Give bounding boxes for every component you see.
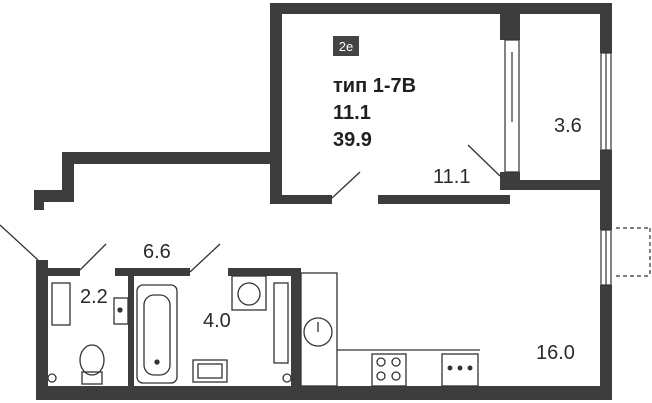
washing-machine xyxy=(231,275,267,311)
wall-bath-top xyxy=(115,268,190,276)
wall-bedroom-left xyxy=(270,3,282,203)
hallway-area-label: 6.6 xyxy=(143,241,171,263)
kitchen-fixtures xyxy=(300,272,480,387)
door-toilet xyxy=(79,243,107,271)
toilet-fixtures xyxy=(47,282,129,385)
wall-right-lower xyxy=(600,285,612,400)
wall-bath-right xyxy=(291,268,301,388)
wall-bath-right-top xyxy=(228,268,300,276)
wall-loggia-left-upper xyxy=(500,14,520,40)
wall-toilet-bath xyxy=(128,268,134,388)
kitchen-counter xyxy=(300,272,338,387)
total-area-value: 39.9 xyxy=(333,129,372,151)
bathroom-area-label: 4.0 xyxy=(203,310,231,332)
wall-top xyxy=(270,3,612,14)
wall-left xyxy=(36,260,48,400)
wall-right-upper xyxy=(600,3,612,53)
door-bedroom xyxy=(331,171,361,199)
loggia-area-label: 3.6 xyxy=(554,115,582,137)
windows xyxy=(504,39,651,286)
boiler xyxy=(303,317,333,347)
apartment-type-label: тип 1-7В xyxy=(333,75,417,97)
wall-entrance-post xyxy=(34,190,44,210)
toilet-cabinet xyxy=(51,282,71,326)
wall-loggia-bottom xyxy=(500,180,612,190)
wall-bedroom-bottom-right xyxy=(378,195,510,204)
doors xyxy=(0,144,501,273)
bath-fixtures xyxy=(136,275,292,384)
bath-sink xyxy=(192,359,228,383)
wall-bottom xyxy=(36,386,612,400)
toilet-area-label: 2.2 xyxy=(80,286,108,308)
floor-badge: 2e xyxy=(333,36,359,56)
walls xyxy=(34,3,612,400)
toilet-bowl xyxy=(79,344,105,376)
wall-bedroom-bottom-left xyxy=(270,195,332,204)
living-area-value: 11.1 xyxy=(333,102,371,124)
bath-cabinet xyxy=(273,282,289,364)
door-entrance xyxy=(0,224,39,261)
kitchen-living-area-label: 16.0 xyxy=(536,342,575,364)
bathtub xyxy=(136,284,178,384)
door-loggia xyxy=(467,144,501,177)
door-bath xyxy=(189,243,221,273)
wall-corridor-left xyxy=(62,152,74,200)
toilet-sink xyxy=(113,297,129,325)
kitchen-cabinet xyxy=(441,353,479,387)
window-bedroom-loggia xyxy=(504,39,520,173)
wall-toilet-top xyxy=(36,268,80,276)
stove xyxy=(371,353,407,387)
bedroom-area-label: 11.1 xyxy=(433,166,471,188)
wall-loggia-left-lower xyxy=(500,172,520,190)
wall-corridor-top xyxy=(62,152,277,164)
